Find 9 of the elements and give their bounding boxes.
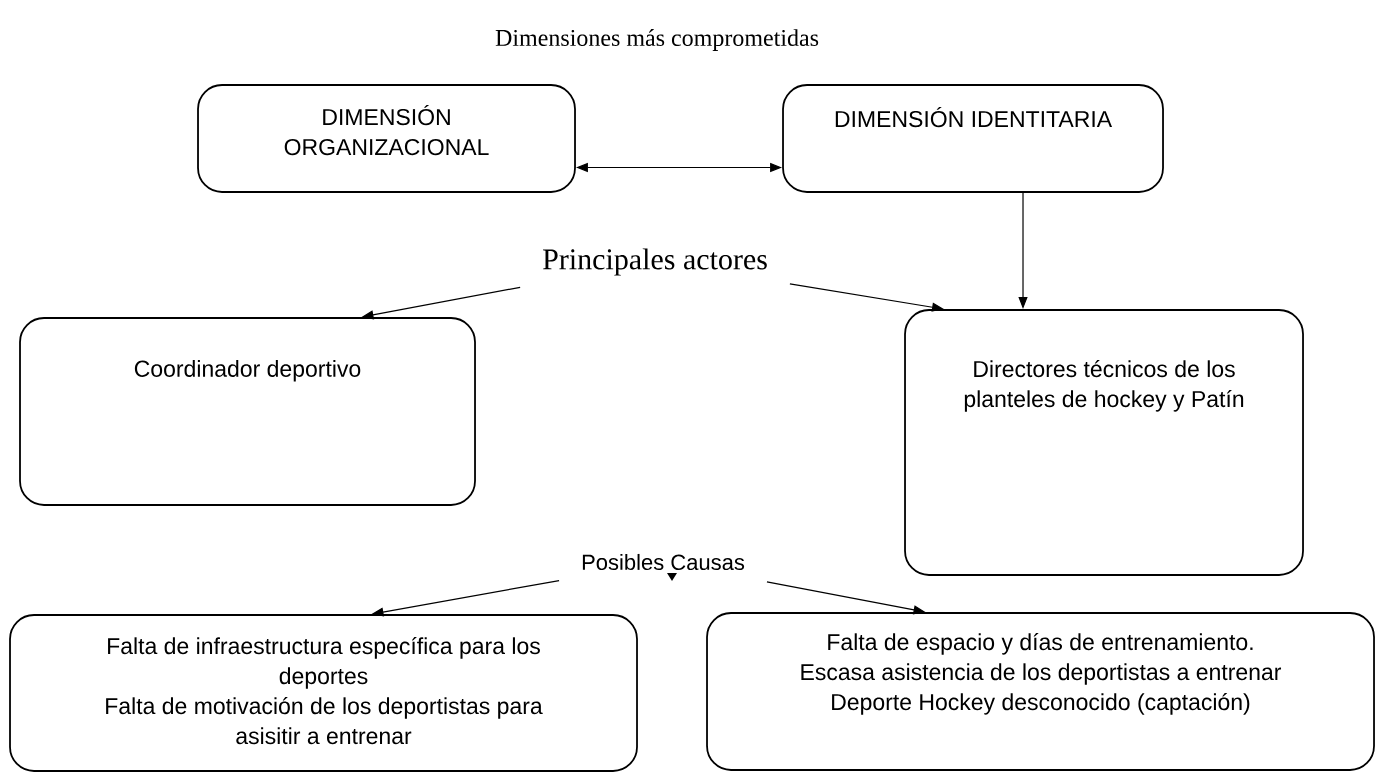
rounded-box: Falta de espacio y días de entrenamiento. Escasa asistencia de los deportistas a entrenar Deporte Hockey desconocido (captación) [706,612,1375,771]
rounded-box: Coordinador deportivo [19,317,476,506]
text-label: Posibles Causas [582,553,745,571]
text-label: Principales actores [543,248,767,276]
rounded-box: Falta de infraestructura específica para los deportes Falta de motivación de los deportistas para asisitir a entrenar [9,614,638,772]
rounded-box: DIMENSIÓN IDENTITARIA [782,84,1164,193]
rounded-box: DIMENSIÓN ORGANIZACIONAL [197,84,576,193]
title: Dimensiones más comprometidas [495,29,819,51]
rounded-box: Directores técnicos de los planteles de hockey y Patín [904,309,1304,576]
